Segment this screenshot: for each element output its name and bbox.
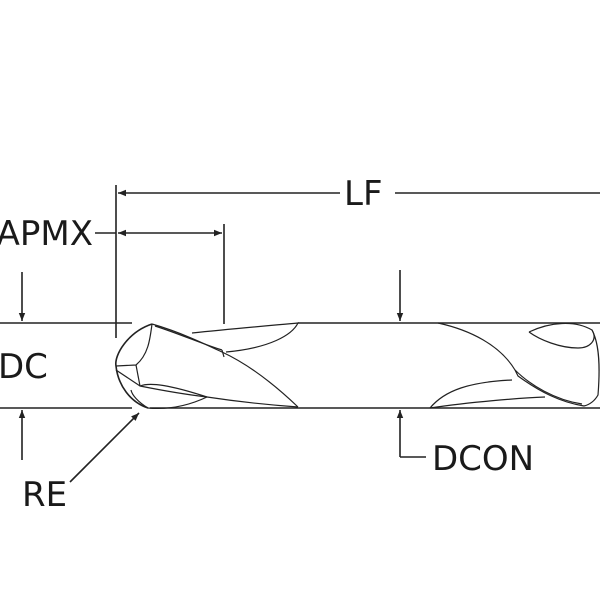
dc-dimension: DC	[0, 272, 132, 460]
dcon-dimension: DCON	[396, 270, 534, 479]
re-dimension: RE	[22, 412, 140, 515]
lf-dimension: LF	[115, 174, 600, 338]
dc-label: DC	[0, 347, 48, 387]
re-leader-arrow	[69, 412, 140, 483]
end-mill-outline	[115, 322, 600, 410]
lf-label: LF	[344, 174, 383, 214]
apmx-label: APMX	[0, 214, 93, 254]
dcon-label: DCON	[432, 439, 534, 479]
re-label: RE	[22, 475, 67, 515]
apmx-dimension: APMX	[0, 214, 225, 324]
